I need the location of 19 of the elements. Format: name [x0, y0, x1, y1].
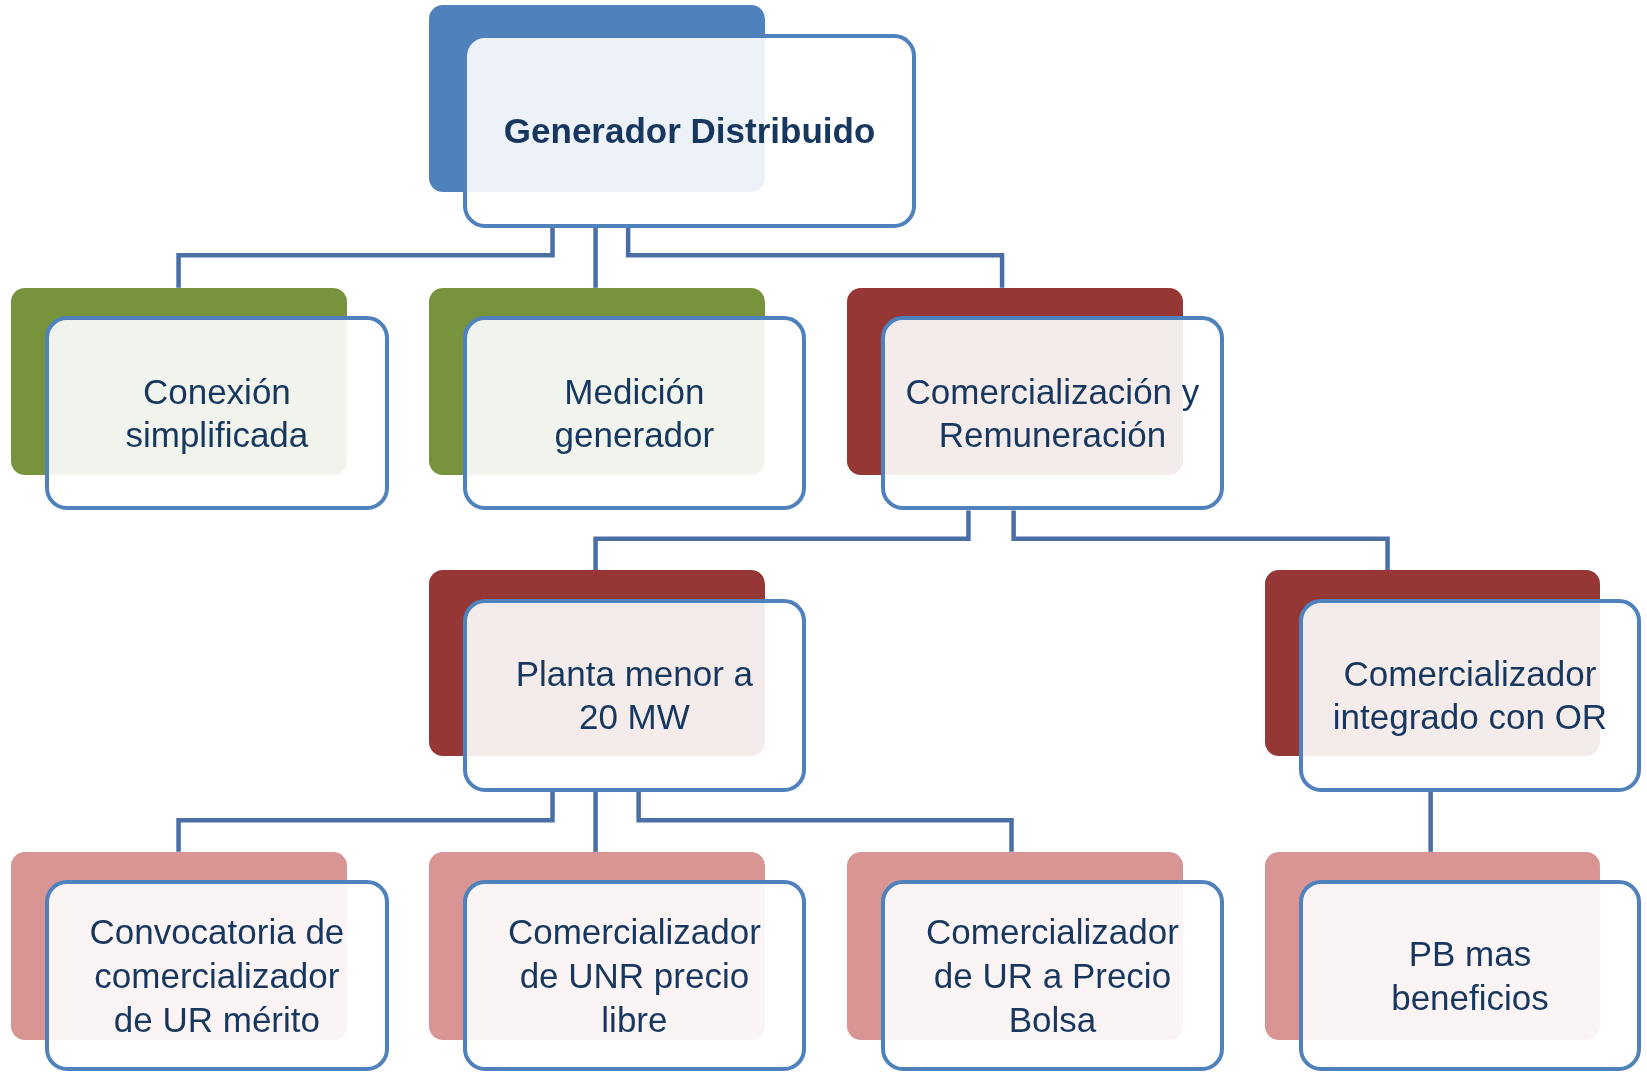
connector-line [636, 792, 1014, 852]
connector-line [176, 792, 555, 852]
node-label: PB mas beneficios [1390, 933, 1550, 1019]
connector-line [593, 792, 598, 852]
node-label: Comercializador de UNR precio libre [506, 911, 762, 1041]
node-label: Planta menor a 20 MW [514, 652, 755, 739]
connector-line [1428, 792, 1433, 852]
node-label: Comercializador de UR a Precio Bolsa [925, 911, 1180, 1041]
connector-line [1011, 510, 1390, 571]
node-label: Conexión simplificada [124, 370, 310, 457]
connector-line [176, 227, 555, 288]
node-label: Comercialización y Remuneración [904, 370, 1201, 457]
node-label: Generador Distribuido [503, 109, 876, 152]
connector-line [593, 510, 971, 571]
connector-line [625, 227, 1005, 288]
node-label: Medición generador [553, 370, 716, 457]
node-label: Convocatoria de comercializador de UR mérito [88, 911, 346, 1041]
connector-line [593, 227, 598, 288]
node-label: Comercializador integrado con OR [1331, 652, 1609, 739]
